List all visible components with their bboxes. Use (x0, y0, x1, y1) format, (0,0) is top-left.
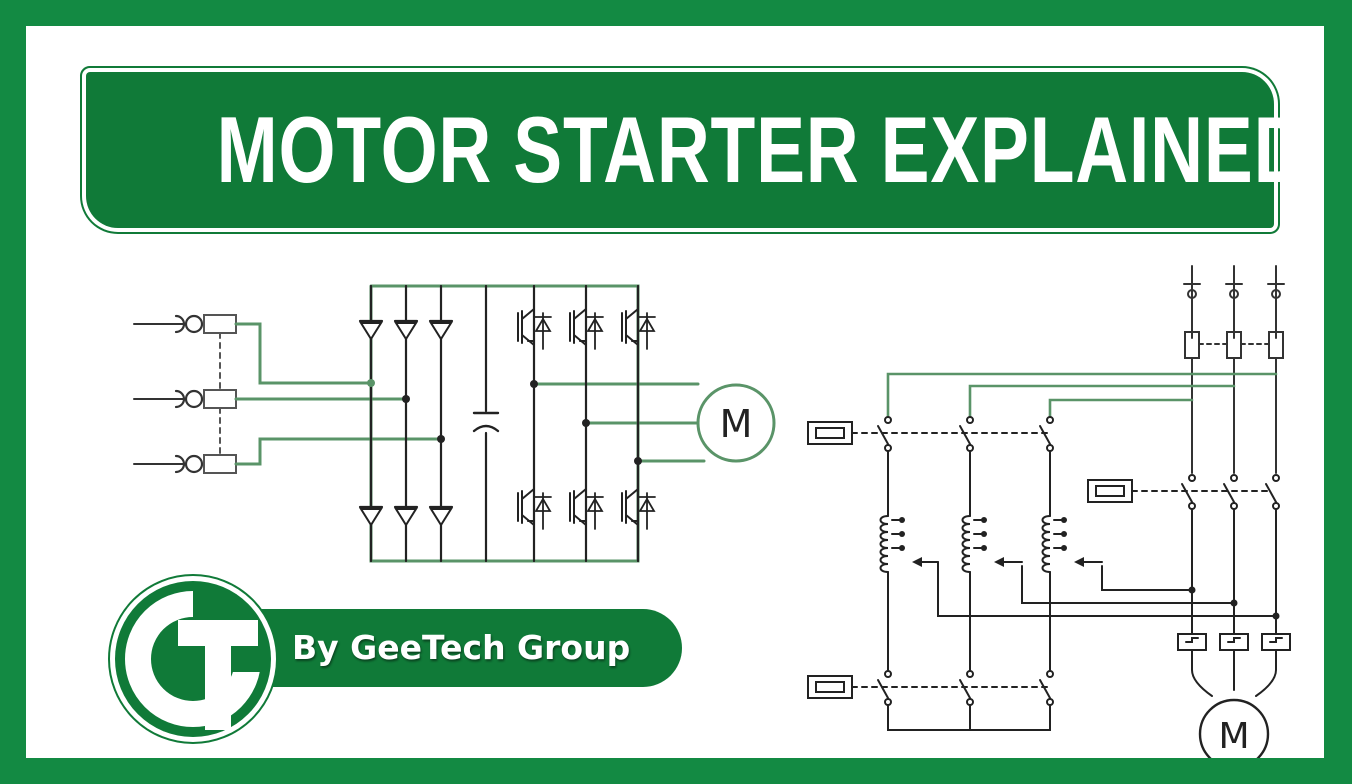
transformer-verticals (887, 450, 1051, 671)
byline-banner: By GeeTech Group (240, 609, 682, 687)
inverter-igbts (517, 308, 639, 526)
overload-relays (1177, 633, 1291, 697)
top-contactor (807, 416, 1054, 452)
motor-symbol-left (696, 383, 776, 463)
green-feed (886, 372, 1278, 418)
title-banner: MOTOR STARTER EXPLAINED (86, 72, 1308, 228)
green-wiring (234, 284, 706, 563)
motor-symbol-right (1198, 698, 1270, 758)
bottom-contactor (807, 670, 1054, 731)
motor-label-left: M (720, 402, 753, 446)
byline-text: By GeeTech Group (292, 628, 631, 667)
coil-taps (899, 517, 1067, 551)
rectifier-diodes (359, 322, 453, 527)
input-contacts (174, 314, 204, 474)
supply-lines (1183, 265, 1285, 474)
autotransformer-coils (879, 515, 1063, 577)
dc-capacitor (472, 411, 500, 433)
starter-circuit-diagram: M (807, 265, 1291, 758)
run-contactor (1087, 474, 1280, 634)
motor-label-right: M (1218, 716, 1249, 757)
page-title: MOTOR STARTER EXPLAINED (216, 97, 1308, 202)
input-lines (133, 323, 185, 465)
junction-dots (402, 380, 642, 465)
frame: MOTOR STARTER EXPLAINED (26, 26, 1324, 758)
vfd-circuit-diagram: M (133, 284, 776, 563)
tap-return-wiring (921, 561, 1277, 617)
geetech-logo (108, 574, 278, 744)
igbt-freewheel-diodes (534, 312, 656, 530)
tap-arrowheads (912, 557, 1280, 620)
input-fuses (203, 314, 237, 474)
diode-bars (358, 319, 454, 509)
